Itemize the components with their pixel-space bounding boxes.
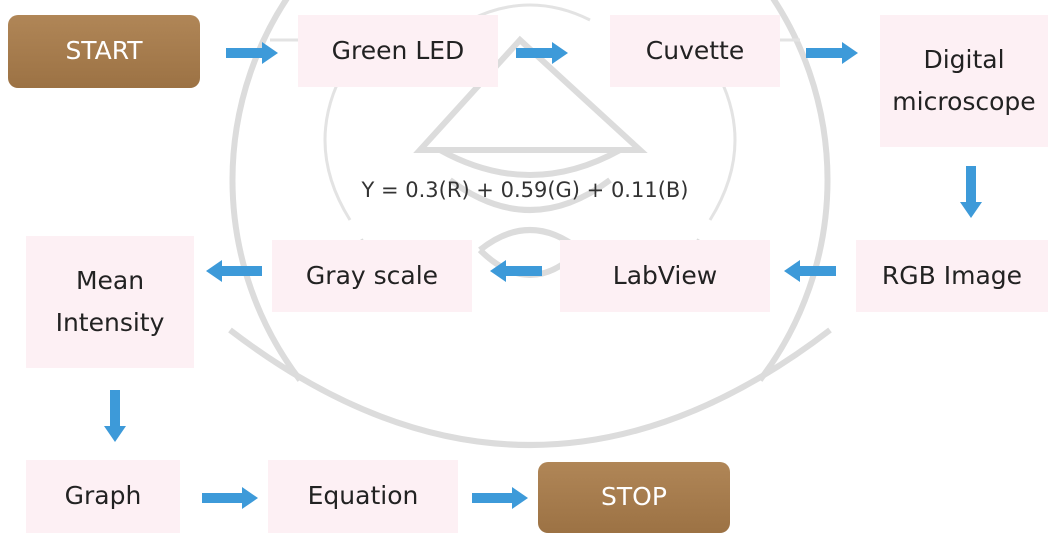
step-digital-microscope: Digital microscope	[880, 15, 1048, 147]
step-mean-intensity: Mean Intensity	[26, 236, 194, 368]
start-terminal: START	[8, 15, 200, 88]
step-equation: Equation	[268, 460, 458, 533]
step-graph: Graph	[26, 460, 180, 533]
arrow-left-icon	[784, 260, 836, 282]
arrow-left-icon	[490, 260, 542, 282]
step-labview: LabView	[560, 240, 770, 312]
grayscale-formula: Y = 0.3(R) + 0.59(G) + 0.11(B)	[361, 178, 689, 202]
step-cuvette: Cuvette	[610, 15, 780, 87]
arrow-down-icon	[104, 390, 126, 442]
step-green-led: Green LED	[298, 15, 498, 87]
arrow-right-icon	[806, 42, 858, 64]
arrow-down-icon	[960, 166, 982, 218]
step-gray-scale: Gray scale	[272, 240, 472, 312]
step-rgb-image: RGB Image	[856, 240, 1048, 312]
stop-terminal: STOP	[538, 462, 730, 533]
arrow-right-icon	[202, 487, 258, 509]
arrow-right-icon	[472, 487, 528, 509]
arrow-right-icon	[226, 42, 278, 64]
stop-label: STOP	[601, 482, 667, 512]
arrow-right-icon	[516, 42, 568, 64]
arrow-left-icon	[206, 260, 262, 282]
start-label: START	[65, 36, 143, 66]
